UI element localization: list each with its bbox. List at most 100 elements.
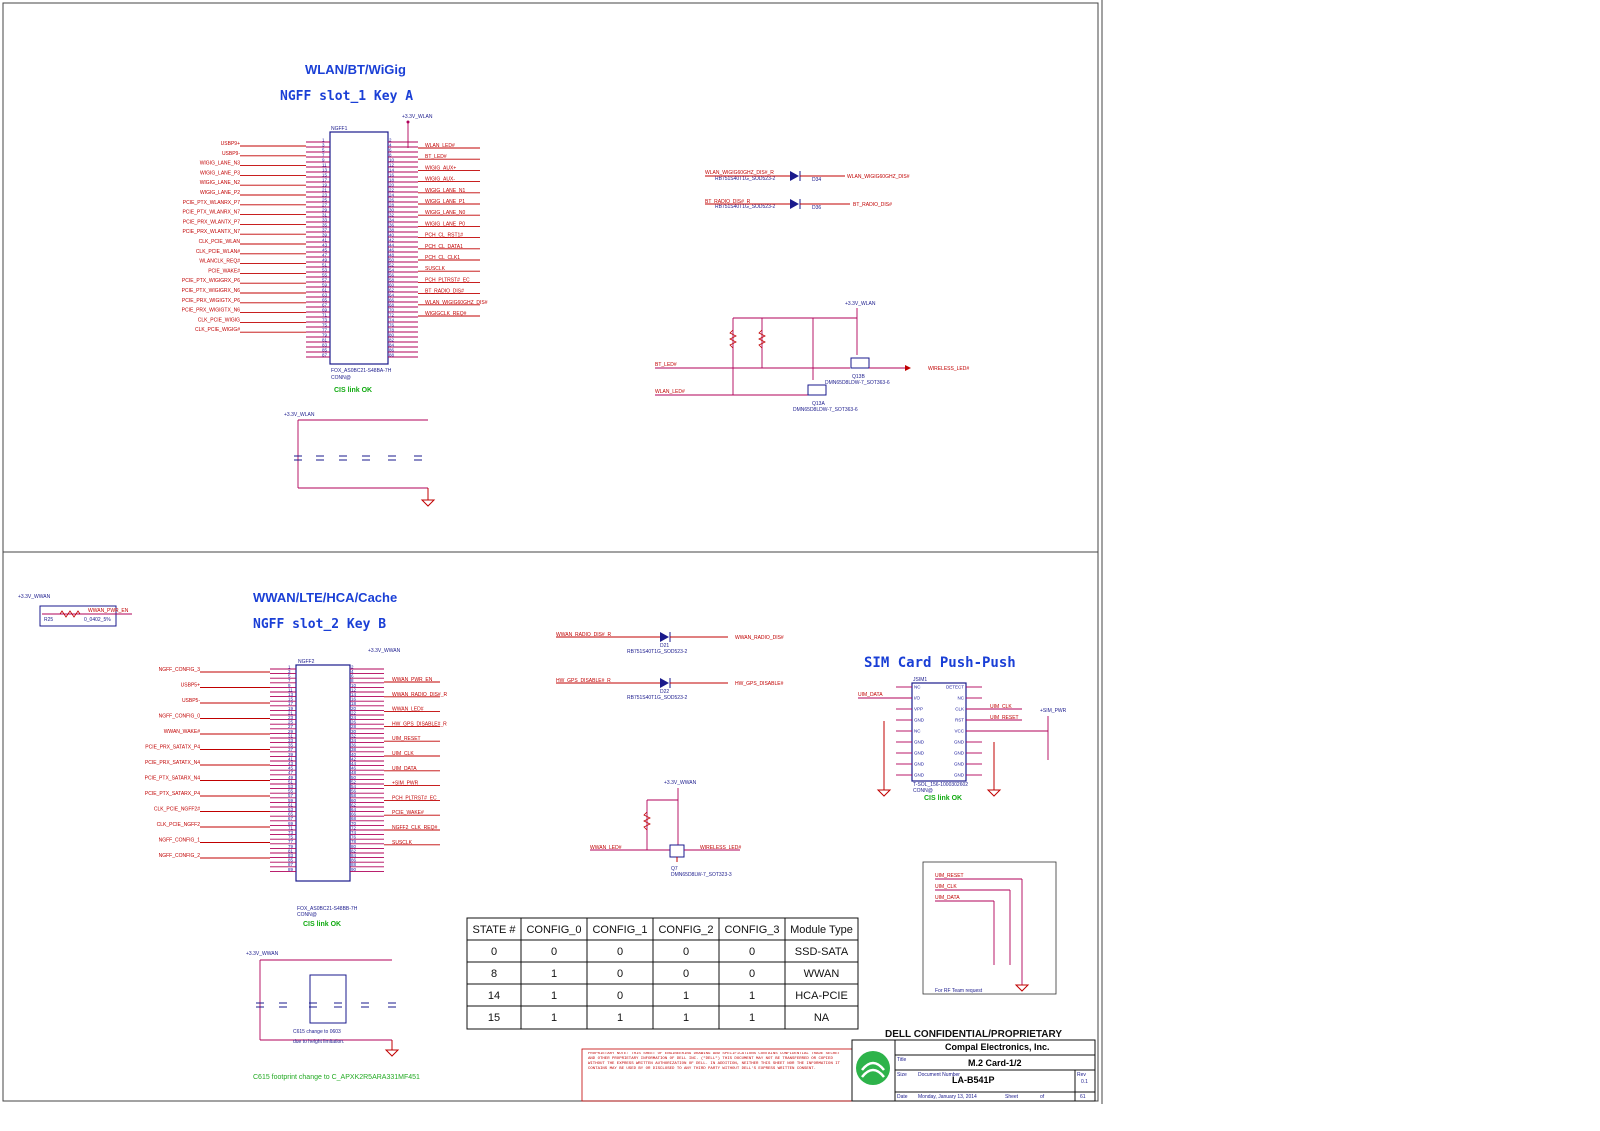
pin-number: 14 — [389, 167, 395, 172]
pin-number: 43 — [322, 242, 328, 247]
svg-text:0_0402_5%: 0_0402_5% — [84, 617, 111, 623]
sim-pin-name: GND — [954, 773, 965, 778]
ngff1-part: FOX_AS0BC21-S48BA-7H — [331, 368, 392, 374]
pin-number: 61 — [322, 287, 328, 292]
table-header-cell: CONFIG_3 — [724, 924, 779, 936]
pin-number: 5 — [288, 674, 291, 679]
net-label: WIGIG_LANE_P2 — [200, 190, 240, 196]
net-label: PCIE_WAKE# — [392, 810, 424, 816]
svg-text:CIS link OK: CIS link OK — [303, 921, 341, 928]
ngff1-left-nets: USBP9+USBP9-WIGIG_LANE_N3WIGIG_LANE_P3WI… — [182, 141, 306, 333]
pin-number: 34 — [351, 738, 357, 743]
pin-number: 70 — [389, 307, 395, 312]
pin-number: 36 — [351, 743, 357, 748]
svg-text:WWAN_RADIO_DIS#: WWAN_RADIO_DIS# — [735, 635, 784, 641]
pin-number: 37 — [322, 227, 328, 232]
svg-text:CIS link OK: CIS link OK — [924, 795, 962, 802]
pin-number: 22 — [351, 710, 357, 715]
table-cell: SSD-SATA — [795, 946, 849, 958]
pin-number: 29 — [288, 729, 294, 734]
sim-pin-name: CLK — [955, 707, 964, 712]
pin-number: 54 — [351, 784, 357, 789]
svg-text:UIM_RESET: UIM_RESET — [990, 715, 1019, 721]
table-cell: 1 — [617, 1012, 623, 1024]
pin-number: 46 — [389, 247, 395, 252]
net-label: WIGIG_LANE_P3 — [200, 170, 240, 176]
pin-number: 27 — [322, 202, 328, 207]
sim-pin-name: VPP — [914, 707, 923, 712]
pin-number: 28 — [351, 724, 357, 729]
svg-text:WWAN_LED#: WWAN_LED# — [590, 845, 622, 851]
pin-number: 55 — [288, 789, 294, 794]
pin-number: 58 — [351, 793, 357, 798]
svg-text:WLAN_LED#: WLAN_LED# — [655, 389, 685, 395]
pin-number: 38 — [389, 227, 395, 232]
svg-text:D34: D34 — [812, 177, 821, 183]
net-label: CLK_PCIE_WIGIG — [198, 317, 240, 323]
svg-text:WLAN_WIGIG60GHZ_DIS#_R: WLAN_WIGIG60GHZ_DIS#_R — [705, 170, 774, 176]
pin-number: 67 — [322, 302, 328, 307]
pin-number: 2 — [389, 137, 392, 142]
pin-number: 42 — [351, 756, 357, 761]
net-label: WIGIG_LANE_N1 — [425, 188, 466, 194]
pin-number: 26 — [351, 720, 357, 725]
svg-text:due to height limitation.: due to height limitation. — [293, 1039, 344, 1045]
net-label: CLK_PCIE_WLAN# — [196, 249, 240, 255]
net-label: PCIE_PTX_SATARX_P4 — [145, 791, 200, 797]
net-label: WWAN_LED# — [392, 707, 424, 713]
table-cell: 0 — [749, 968, 755, 980]
table-header-cell: CONFIG_2 — [658, 924, 713, 936]
pin-number: 84 — [351, 853, 357, 858]
svg-text:T-SOL_156-1000302602: T-SOL_156-1000302602 — [913, 782, 968, 788]
net-label: NGFF_CONFIG_1 — [159, 838, 201, 844]
ngff2-right-nets: WWAN_PWR_ENWWAN_RADIO_DIS#_RWWAN_LED#HW_… — [384, 677, 447, 846]
net-label: WIGIG_LANE_N3 — [200, 161, 241, 167]
pin-number: 44 — [389, 242, 395, 247]
pin-number: 64 — [389, 292, 395, 297]
svg-text:+3.3V_WWAN: +3.3V_WWAN — [18, 594, 51, 600]
pin-number: 7 — [322, 152, 325, 157]
pin-number: 46 — [351, 766, 357, 771]
ngff2-connector: NGFF2 FOX_AS0BC21-S48BB-7H CONN@ CIS lin… — [295, 659, 358, 928]
net-label: WIGIG_LANE_N0 — [425, 210, 466, 216]
pin-number: 57 — [322, 277, 328, 282]
net-label: USBP9+ — [221, 141, 240, 147]
pin-number: 15 — [288, 697, 294, 702]
pin-number: 56 — [389, 272, 395, 277]
svg-text:DELL CONFIDENTIAL/PROPRIETARY: DELL CONFIDENTIAL/PROPRIETARY — [885, 1029, 1062, 1040]
svg-text:DMN65D8LDW-7_SOT363-6: DMN65D8LDW-7_SOT363-6 — [825, 380, 890, 386]
ngff2-left-nets: NGFF_CONFIG_3USBP5+USBP5-NGFF_CONFIG_0WW… — [145, 667, 270, 859]
table-cell: 1 — [683, 1012, 689, 1024]
pin-number: 75 — [288, 835, 294, 840]
table-cell: 0 — [683, 946, 689, 958]
pin-number: 33 — [288, 738, 294, 743]
top-title: WLAN/BT/WiGig — [305, 62, 406, 77]
pin-number: 39 — [322, 232, 328, 237]
sim-pin-name: NC — [958, 696, 965, 701]
pin-number: 88 — [389, 352, 395, 357]
pin-number: 48 — [351, 770, 357, 775]
table-header-cell: Module Type — [790, 924, 853, 936]
pin-number: 12 — [351, 687, 357, 692]
pin-number: 30 — [351, 729, 357, 734]
net-label: PCIE_PTX_WLANRX_N7 — [182, 210, 240, 216]
pin-number: 54 — [389, 267, 395, 272]
pin-number: 9 — [288, 683, 291, 688]
svg-text:D21: D21 — [660, 643, 669, 649]
table-cell: 0 — [617, 968, 623, 980]
svg-text:M.2 Card-1/2: M.2 Card-1/2 — [968, 1058, 1022, 1068]
table-cell: 1 — [551, 990, 557, 1002]
net-label: CLK_PCIE_WLAN — [199, 239, 241, 245]
pin-number: 10 — [389, 157, 395, 162]
table-cell: WWAN — [804, 968, 840, 980]
net-label: PCIE_PTX_SATARX_N4 — [145, 776, 201, 782]
pin-number: 81 — [288, 848, 294, 853]
pin-number: 82 — [351, 848, 357, 853]
pin-number: 57 — [288, 793, 294, 798]
svg-text:C615 change to 0603: C615 change to 0603 — [293, 1029, 341, 1035]
pin-number: 78 — [389, 327, 395, 332]
pin-number: 65 — [322, 297, 328, 302]
svg-text:RB751S40T1G_SOD523-2: RB751S40T1G_SOD523-2 — [627, 695, 688, 701]
pin-number: 1 — [288, 664, 291, 669]
pin-number: 10 — [351, 683, 357, 688]
